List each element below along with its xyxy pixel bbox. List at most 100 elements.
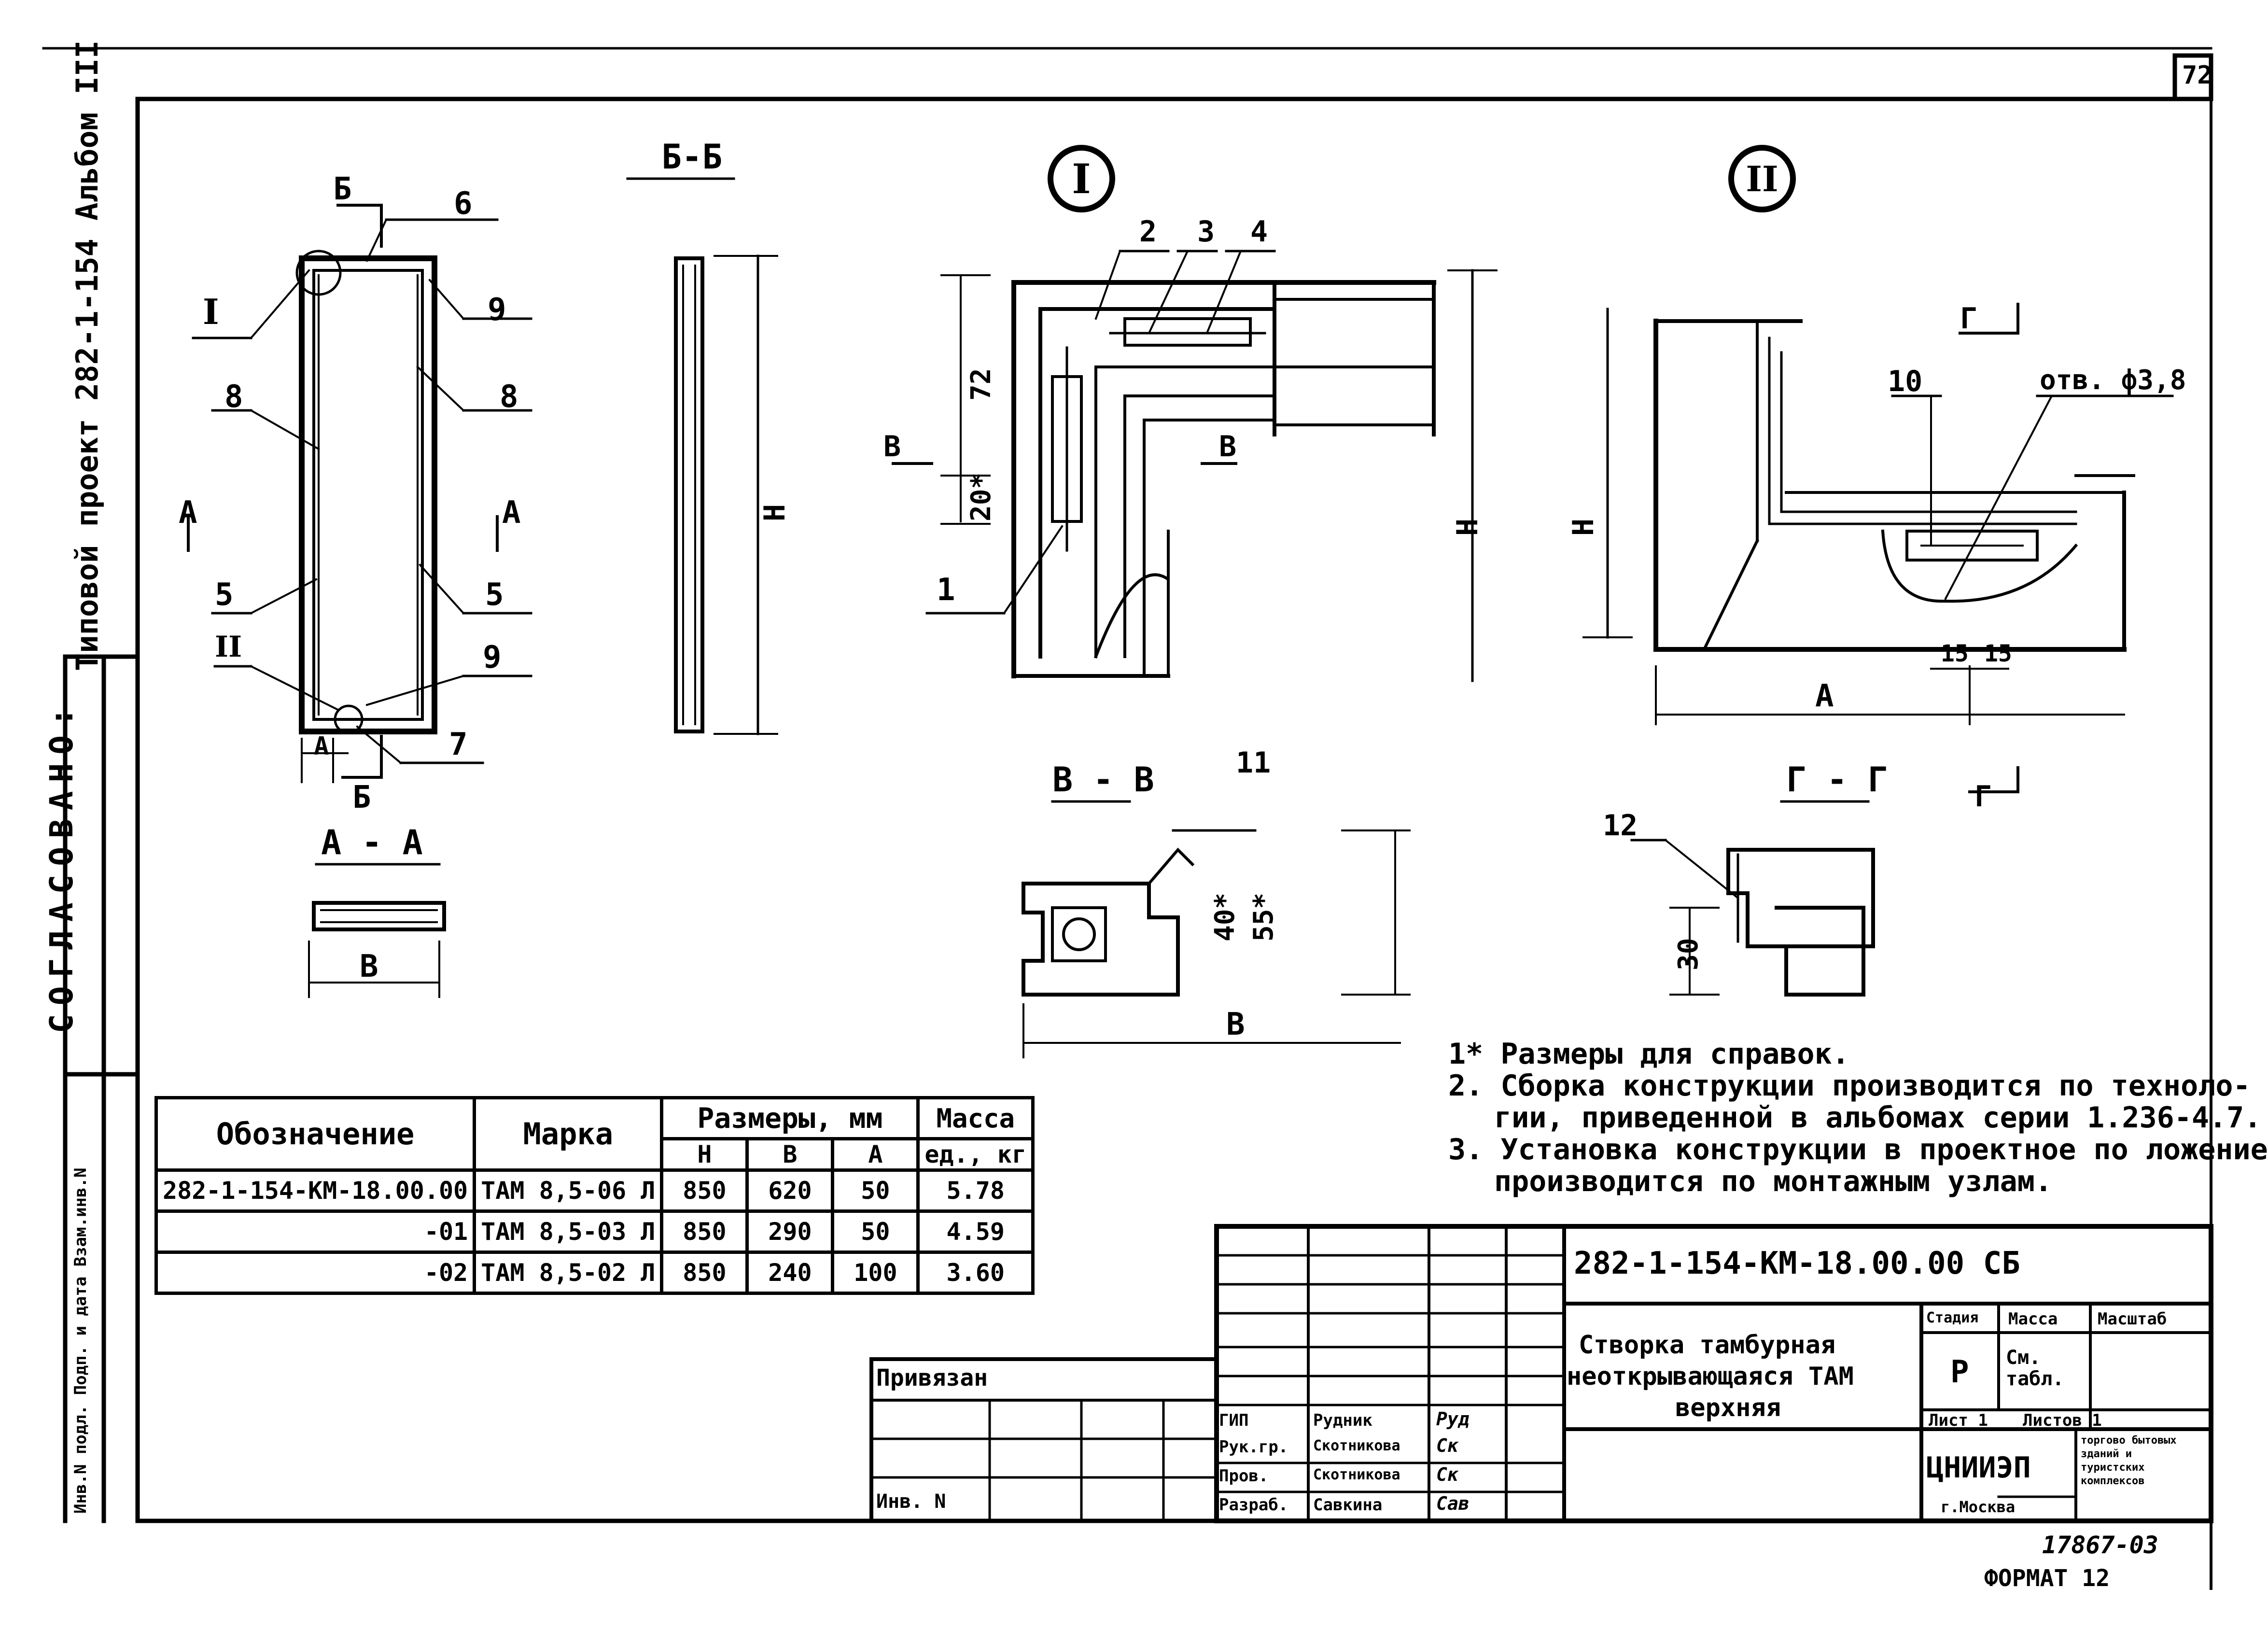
role-4-sign: Сав xyxy=(1436,1493,1470,1514)
dim-a-small: А xyxy=(314,732,329,761)
section-aa-title: А - А xyxy=(321,823,423,862)
cell-a: 50 xyxy=(831,1209,920,1254)
role-1-sign: Руд xyxy=(1436,1408,1470,1430)
header-mass: Масса xyxy=(916,1096,1035,1140)
header-mass-unit: ед., кг xyxy=(916,1137,1035,1172)
header-a: А xyxy=(831,1137,920,1172)
stage-value: Р xyxy=(1950,1354,1969,1390)
drawing-name-3: верхняя xyxy=(1675,1393,1781,1422)
header-mark: Марка xyxy=(473,1096,664,1172)
section-gg-title: Г - Г xyxy=(1786,760,1888,800)
callout-a-right: А xyxy=(502,495,521,531)
section-vv-title: В - В xyxy=(1052,760,1154,800)
table-row: 282-1-154-КМ-18.00.00 ТАМ 8,5-06 Л 850 6… xyxy=(154,1168,1035,1213)
section-gg xyxy=(1630,800,1875,997)
callout-b2: Б xyxy=(352,780,371,815)
spec-subheader-row: Н В А ед., кг xyxy=(156,1137,1035,1172)
cell-mark: ТАМ 8,5-03 Л xyxy=(473,1209,664,1254)
node-1-detail xyxy=(892,250,1498,682)
drawing-name-1: Створка тамбурная xyxy=(1579,1331,1836,1360)
callout-1: 1 xyxy=(937,572,955,608)
node-2-detail xyxy=(1582,303,2174,793)
callout-9b: 9 xyxy=(483,640,502,675)
node-1-label: I xyxy=(1072,155,1091,203)
inventory-columns: Инв.N подл. Подп. и дата Взам.инв.N xyxy=(71,1167,90,1514)
role-1: ГИП xyxy=(1219,1411,1249,1430)
dim-b-width: В xyxy=(360,949,378,984)
main-elevation-view xyxy=(187,204,532,783)
dim-55: 55* xyxy=(1248,892,1279,941)
callout-b: Б xyxy=(333,171,352,207)
table-row: -01 ТАМ 8,5-03 Л 850 290 50 4.59 xyxy=(154,1209,1035,1254)
section-bb-title: Б-Б xyxy=(661,137,723,177)
inventory-label: Инв. N xyxy=(876,1490,946,1513)
cell-b: 620 xyxy=(745,1168,835,1213)
role-4-name: Савкина xyxy=(1313,1495,1383,1515)
sheet-label: Лист 1 xyxy=(1929,1411,1988,1430)
header-h: Н xyxy=(660,1137,749,1172)
org-city: г.Москва xyxy=(1941,1498,2016,1516)
cell-b: 240 xyxy=(745,1251,835,1295)
callout-7: 7 xyxy=(449,727,468,762)
dim-h2: Н xyxy=(1451,518,1484,536)
section-vv xyxy=(1022,800,1411,1058)
dim-15b: 15 xyxy=(1984,640,2012,667)
page-number: 72 xyxy=(2182,61,2212,90)
callout-9a: 9 xyxy=(488,292,506,328)
mass-value: См. табл. xyxy=(2006,1347,2064,1390)
spec-table: Обозначение Марка Размеры, мм Масса Н В … xyxy=(154,1096,1035,1295)
dim-15a: 15 xyxy=(1941,640,1969,667)
cell-h: 850 xyxy=(660,1168,749,1213)
dim-h3: Н xyxy=(1567,518,1600,536)
cell-h: 850 xyxy=(660,1209,749,1254)
cell-mass: 4.59 xyxy=(916,1209,1035,1254)
note-3-cont: производится по монтажным узлам. xyxy=(1494,1165,2052,1198)
role-3: Пров. xyxy=(1219,1466,1269,1486)
drawing-code: 282-1-154-КМ-18.00.00 СБ xyxy=(1574,1246,2020,1281)
cell-a: 50 xyxy=(831,1168,920,1213)
cell-b: 290 xyxy=(745,1209,835,1254)
role-1-name: Рудник xyxy=(1313,1411,1372,1430)
note-2-cont: гии, приведенной в альбомах серии 1.236-… xyxy=(1494,1101,2262,1135)
table-row: -02 ТАМ 8,5-02 Л 850 240 100 3.60 xyxy=(154,1251,1035,1295)
callout-2: 2 xyxy=(1139,215,1157,249)
callout-4: 4 xyxy=(1250,215,1268,249)
side-title: Типовой проект 282-1-154 Альбом III xyxy=(70,40,105,671)
callout-v-right: В xyxy=(1219,430,1237,464)
callout-8a: 8 xyxy=(224,379,243,415)
cell-mark: ТАМ 8,5-06 Л xyxy=(473,1168,664,1213)
cell-h: 850 xyxy=(660,1251,749,1295)
role-2-name: Скотникова xyxy=(1313,1437,1400,1454)
callout-3: 3 xyxy=(1197,215,1215,249)
role-2-sign: Ск xyxy=(1436,1435,1458,1456)
bound-label: Привязан xyxy=(876,1364,988,1391)
dim-b-vv: В xyxy=(1226,1007,1245,1042)
org-name: ЦНИИЭП xyxy=(1926,1451,2031,1485)
node-2-marker: II xyxy=(1728,145,1796,212)
note-2: 2. Сборка конструкции производится по те… xyxy=(1448,1069,2251,1103)
callout-v-left: В xyxy=(883,430,901,464)
agreed-label: СОГЛАСОВАНО: xyxy=(43,699,80,1033)
cell-mass: 3.60 xyxy=(916,1251,1035,1295)
callout-10: 10 xyxy=(1888,365,1923,398)
dim-72: 72 xyxy=(966,368,997,401)
sheets-label: Листов 1 xyxy=(2023,1411,2102,1430)
scale-label: Масштаб xyxy=(2098,1309,2167,1329)
cell-designation: 282-1-154-КМ-18.00.00 xyxy=(154,1168,476,1213)
title-block-grid xyxy=(869,1224,2213,1523)
mass-label: Масса xyxy=(2008,1309,2058,1329)
callout-roman-2: II xyxy=(215,630,242,664)
callout-hole: отв. ф3,8 xyxy=(2040,365,2186,396)
callout-g-top: Г xyxy=(1960,302,1978,336)
callout-6: 6 xyxy=(454,186,473,222)
section-bb xyxy=(626,177,778,735)
cell-mass: 5.78 xyxy=(916,1168,1035,1213)
callout-5a: 5 xyxy=(215,577,234,613)
cell-a: 100 xyxy=(831,1251,920,1295)
callout-12: 12 xyxy=(1603,809,1638,843)
header-sizes: Размеры, мм xyxy=(660,1096,920,1140)
org-subtitle: торгово бытовых зданий и туристских комп… xyxy=(2081,1434,2177,1487)
role-3-name: Скотникова xyxy=(1313,1466,1400,1483)
dim-20: 20* xyxy=(966,472,997,521)
